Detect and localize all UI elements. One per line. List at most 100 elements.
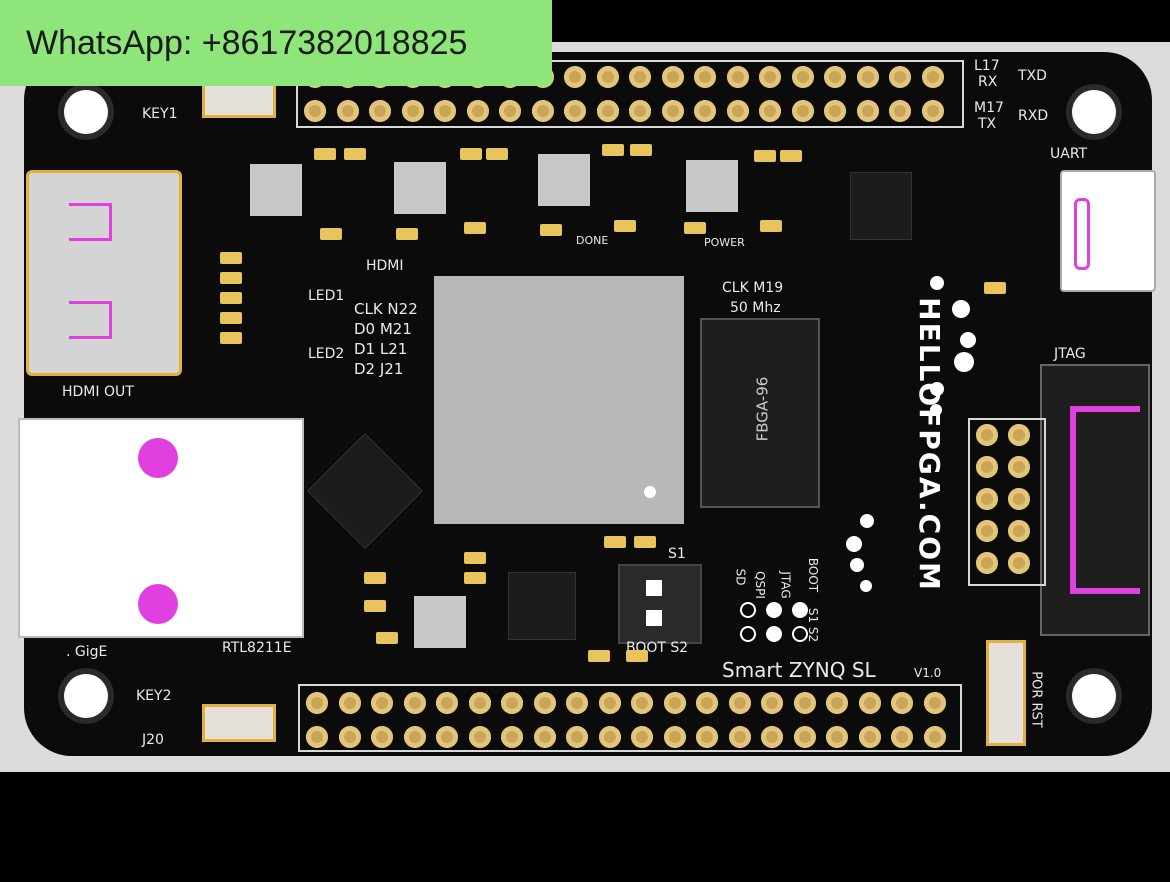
gige-jack [18,418,304,638]
header-pin [759,66,781,88]
inductor-5 [414,596,466,648]
smd-capacitor [626,650,648,662]
header-pin [891,726,913,748]
label-jtag: JTAG [1054,346,1086,362]
boot-mode-dot [792,602,808,618]
header-pin [338,692,361,714]
header-pin [663,726,686,748]
jtag-pin [976,520,998,542]
header-pin [728,692,751,714]
label-clk-freq: 50 Mhz [730,300,781,316]
header-pin [371,726,393,748]
jtag-pin [976,488,998,510]
header-pin [499,100,521,122]
header-pin [566,726,588,748]
header-pin [923,726,946,748]
header-pin [466,100,489,122]
por-reset-button [986,640,1026,746]
smd-capacitor [984,282,1006,294]
jtag-pin [976,424,998,446]
header-pin [759,100,781,122]
smd-capacitor [464,222,486,234]
brand-dot [860,580,872,592]
ddr-memory-chip: FBGA-96 [700,318,820,508]
hdmi-clip-bottom [69,301,112,339]
jtag-pin-frame [968,418,1046,586]
label-version: V1.0 [914,666,942,680]
gige-led-bottom [138,584,178,624]
mounting-hole-br [1072,674,1116,718]
jtag-pin [976,552,998,574]
label-rtl8211e: RTL8211E [222,640,292,656]
smd-capacitor [588,650,610,662]
smd-capacitor [220,272,242,284]
header-pin [564,66,586,88]
flash-chip [508,572,576,640]
brand-dot [960,332,976,348]
header-pin [306,726,328,748]
smd-capacitor [540,224,562,236]
hdmi-connector [26,170,182,376]
brand-dot [930,382,944,396]
smd-capacitor [754,150,776,162]
brand-dot [952,300,970,318]
header-pin [306,692,328,714]
header-pin [761,692,783,714]
key2-button [202,704,276,742]
label-tx: TX [978,116,997,132]
smd-capacitor [464,572,486,584]
header-pin [824,66,846,88]
label-rxd: RXD [1018,108,1049,124]
label-key1: KEY1 [142,106,178,122]
label-gige: . GigE [66,644,108,660]
header-pin [694,66,716,88]
header-pin [566,692,588,714]
header-pin [468,726,491,748]
brand-dot [860,514,874,528]
jtag-connector [1040,364,1150,636]
header-pin [336,100,359,122]
label-hdmi-d1: D1 L21 [354,340,408,358]
smd-capacitor [602,144,624,156]
header-pin [531,100,554,122]
header-pin [403,726,426,748]
header-pin [598,692,621,714]
header-pin [401,100,424,122]
jtag-pin [1008,456,1030,478]
jtag-pin [1008,424,1030,446]
header-pin [631,726,653,748]
uart-chip [850,172,912,240]
brand-dot [846,536,862,552]
mounting-hole-bl [64,674,108,718]
jtag-pin [1008,520,1030,542]
mounting-hole-tl [64,90,108,134]
label-done: DONE [576,234,609,247]
header-pin [793,726,816,748]
top-pin-header [296,60,964,128]
header-pin [923,692,946,714]
smd-capacitor [464,552,486,564]
header-pin [434,100,456,122]
smd-capacitor [314,148,336,160]
header-pin [596,100,619,122]
header-pin [856,66,879,88]
inductor-3 [538,154,590,206]
header-pin [436,692,458,714]
header-pin [889,100,911,122]
boot-mode-dot [740,602,756,618]
header-pin [726,100,749,122]
header-pin [694,100,716,122]
header-pin [661,66,684,88]
label-hdmi-clk: CLK N22 [354,300,418,318]
label-qspi: QSPI [752,571,767,599]
header-pin [468,692,491,714]
fpga-pin1-dot [644,486,656,498]
header-pin [791,100,814,122]
brand-dot [930,404,942,416]
label-fbga: FBGA-96 [753,376,772,442]
smd-capacitor [460,148,482,160]
label-clk: CLK M19 [722,280,784,296]
jtag-pin [976,456,998,478]
header-pin [728,726,751,748]
jtag-pin [1008,488,1030,510]
